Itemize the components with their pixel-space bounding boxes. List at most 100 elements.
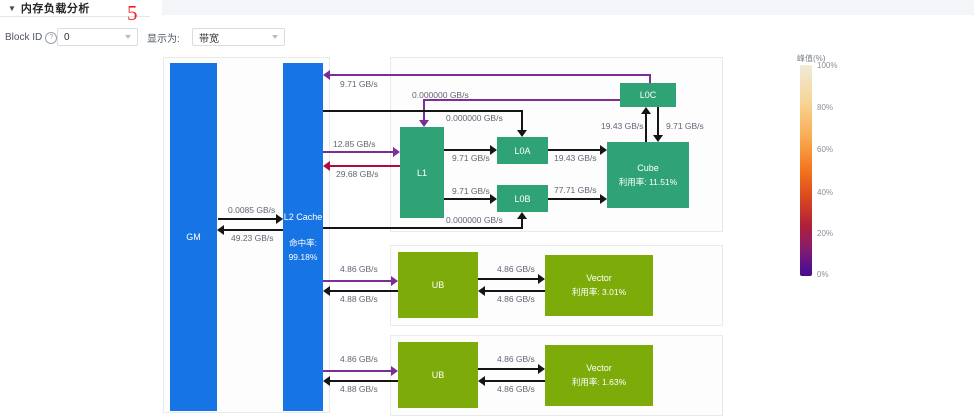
flow-label: 0.000000 GB/s bbox=[446, 215, 503, 225]
arrow-right-icon bbox=[490, 145, 497, 155]
flow-l2cache-gm bbox=[224, 229, 283, 231]
flow-gm-l2cache bbox=[218, 218, 276, 220]
l2-hit-rate-label: 命中率: bbox=[289, 238, 317, 248]
flow-label: 4.86 GB/s bbox=[340, 264, 378, 274]
flow-l2cache-l0a bbox=[521, 110, 523, 130]
flow-l0c-l2cache bbox=[649, 74, 651, 83]
vector1-utilization: 利用率: 3.01% bbox=[571, 287, 627, 297]
arrow-down-icon bbox=[653, 135, 663, 142]
annotation-marker: 5 bbox=[127, 1, 138, 25]
block-id-label: Block ID ? : bbox=[5, 29, 62, 46]
tab-strip bbox=[150, 0, 974, 15]
active-tab-notch bbox=[133, 0, 162, 16]
arrow-left-icon bbox=[478, 376, 485, 386]
flow-vector2-ub2 bbox=[485, 380, 545, 382]
flow-label: 4.86 GB/s bbox=[497, 294, 535, 304]
node-cube[interactable]: Cube 利用率: 11.51% bbox=[607, 142, 689, 208]
flow-l0c-cube bbox=[657, 107, 659, 135]
display-as-select[interactable]: 带宽 bbox=[192, 28, 285, 46]
flow-l0a-cube bbox=[548, 149, 600, 151]
flow-l0b-cube bbox=[548, 198, 600, 200]
node-l0b[interactable]: L0B bbox=[497, 185, 548, 212]
display-as-label: 显示为: bbox=[147, 34, 180, 45]
arrow-right-icon bbox=[600, 194, 607, 204]
flow-l0c-l2cache bbox=[330, 74, 651, 76]
block-id-value: 0 bbox=[64, 31, 70, 43]
arrow-left-icon bbox=[478, 286, 485, 296]
arrow-right-icon bbox=[490, 194, 497, 204]
l2-hit-rate-value: 99.18% bbox=[288, 252, 318, 262]
flow-l2cache-l0b bbox=[323, 227, 523, 229]
node-vector-2[interactable]: Vector 利用率: 1.63% bbox=[545, 345, 653, 406]
help-icon[interactable]: ? bbox=[45, 31, 58, 44]
legend-tick: 40% bbox=[817, 188, 834, 197]
flow-ub1-vector1 bbox=[478, 278, 538, 280]
node-vector-1[interactable]: Vector 利用率: 3.01% bbox=[545, 255, 653, 316]
flow-label: 0.0085 GB/s bbox=[228, 205, 276, 215]
arrow-right-icon bbox=[393, 147, 400, 157]
flow-label: 4.86 GB/s bbox=[340, 354, 378, 364]
flow-ub1-l2cache bbox=[330, 290, 398, 292]
flow-l2cache-l1 bbox=[323, 151, 393, 153]
section-header[interactable]: ▼ 内存负载分析 bbox=[0, 0, 150, 17]
flow-l1-l2cache bbox=[330, 165, 400, 167]
flow-label: 4.88 GB/s bbox=[340, 294, 378, 304]
flow-l2cache-ub2 bbox=[323, 370, 391, 372]
flow-label: 12.85 GB/s bbox=[333, 139, 376, 149]
flow-label: 29.68 GB/s bbox=[336, 169, 379, 179]
chevron-down-icon bbox=[272, 35, 278, 39]
flow-label: 4.86 GB/s bbox=[497, 354, 535, 364]
node-ub-1[interactable]: UB bbox=[398, 252, 478, 318]
legend-gradient-bar bbox=[800, 65, 812, 276]
collapse-arrow-icon[interactable]: ▼ bbox=[8, 3, 16, 13]
arrow-right-icon bbox=[538, 364, 545, 374]
vector2-utilization: 利用率: 1.63% bbox=[571, 377, 627, 387]
flow-l1-l0b bbox=[444, 198, 490, 200]
flow-l2cache-ub1 bbox=[323, 280, 391, 282]
node-gm[interactable]: GM bbox=[170, 63, 217, 411]
flow-label: 0.000000 GB/s bbox=[446, 113, 503, 123]
arrow-right-icon bbox=[538, 274, 545, 284]
legend-tick: 20% bbox=[817, 229, 834, 238]
arrow-left-icon bbox=[323, 161, 330, 171]
flow-cube-l0c bbox=[645, 113, 647, 142]
flow-label: 4.86 GB/s bbox=[497, 384, 535, 394]
legend-tick: 100% bbox=[817, 61, 838, 70]
arrow-up-icon bbox=[641, 107, 651, 114]
node-l2-cache[interactable]: L2 Cache 命中率: 99.18% bbox=[283, 63, 323, 411]
node-l0c[interactable]: L0C bbox=[620, 83, 676, 107]
arrow-left-icon bbox=[323, 376, 330, 386]
arrow-right-icon bbox=[391, 276, 398, 286]
arrow-left-icon bbox=[323, 286, 330, 296]
arrow-right-icon bbox=[391, 366, 398, 376]
flow-label: 9.71 GB/s bbox=[666, 121, 704, 131]
flow-label: 49.23 GB/s bbox=[231, 233, 274, 243]
flow-label: 77.71 GB/s bbox=[554, 185, 597, 195]
cube-utilization: 利用率: 11.51% bbox=[618, 176, 678, 187]
flow-l1-l0a bbox=[444, 149, 490, 151]
node-l1[interactable]: L1 bbox=[400, 127, 444, 218]
flow-label: 4.86 GB/s bbox=[497, 264, 535, 274]
block-id-select[interactable]: 0 bbox=[57, 28, 138, 46]
flow-l0c-l1 bbox=[424, 99, 620, 101]
arrow-left-icon bbox=[323, 70, 330, 80]
node-ub-2[interactable]: UB bbox=[398, 342, 478, 408]
flow-label: 9.71 GB/s bbox=[452, 153, 490, 163]
flow-label: 9.71 GB/s bbox=[340, 79, 378, 89]
flow-l2cache-l0a bbox=[323, 110, 523, 112]
flow-label: 19.43 GB/s bbox=[554, 153, 597, 163]
flow-l2cache-l0b bbox=[521, 219, 523, 229]
flow-label: 0.000000 GB/s bbox=[412, 90, 469, 100]
flow-vector1-ub1 bbox=[485, 290, 545, 292]
arrow-left-icon bbox=[217, 225, 224, 235]
arrow-down-icon bbox=[517, 130, 527, 137]
chevron-down-icon bbox=[125, 35, 131, 39]
node-l0a[interactable]: L0A bbox=[497, 137, 548, 164]
flow-ub2-l2cache bbox=[330, 380, 398, 382]
legend-tick: 80% bbox=[817, 103, 834, 112]
arrow-up-icon bbox=[517, 212, 527, 219]
display-as-value: 带宽 bbox=[199, 33, 219, 45]
legend-tick: 0% bbox=[817, 270, 829, 279]
flow-ub2-vector2 bbox=[478, 368, 538, 370]
